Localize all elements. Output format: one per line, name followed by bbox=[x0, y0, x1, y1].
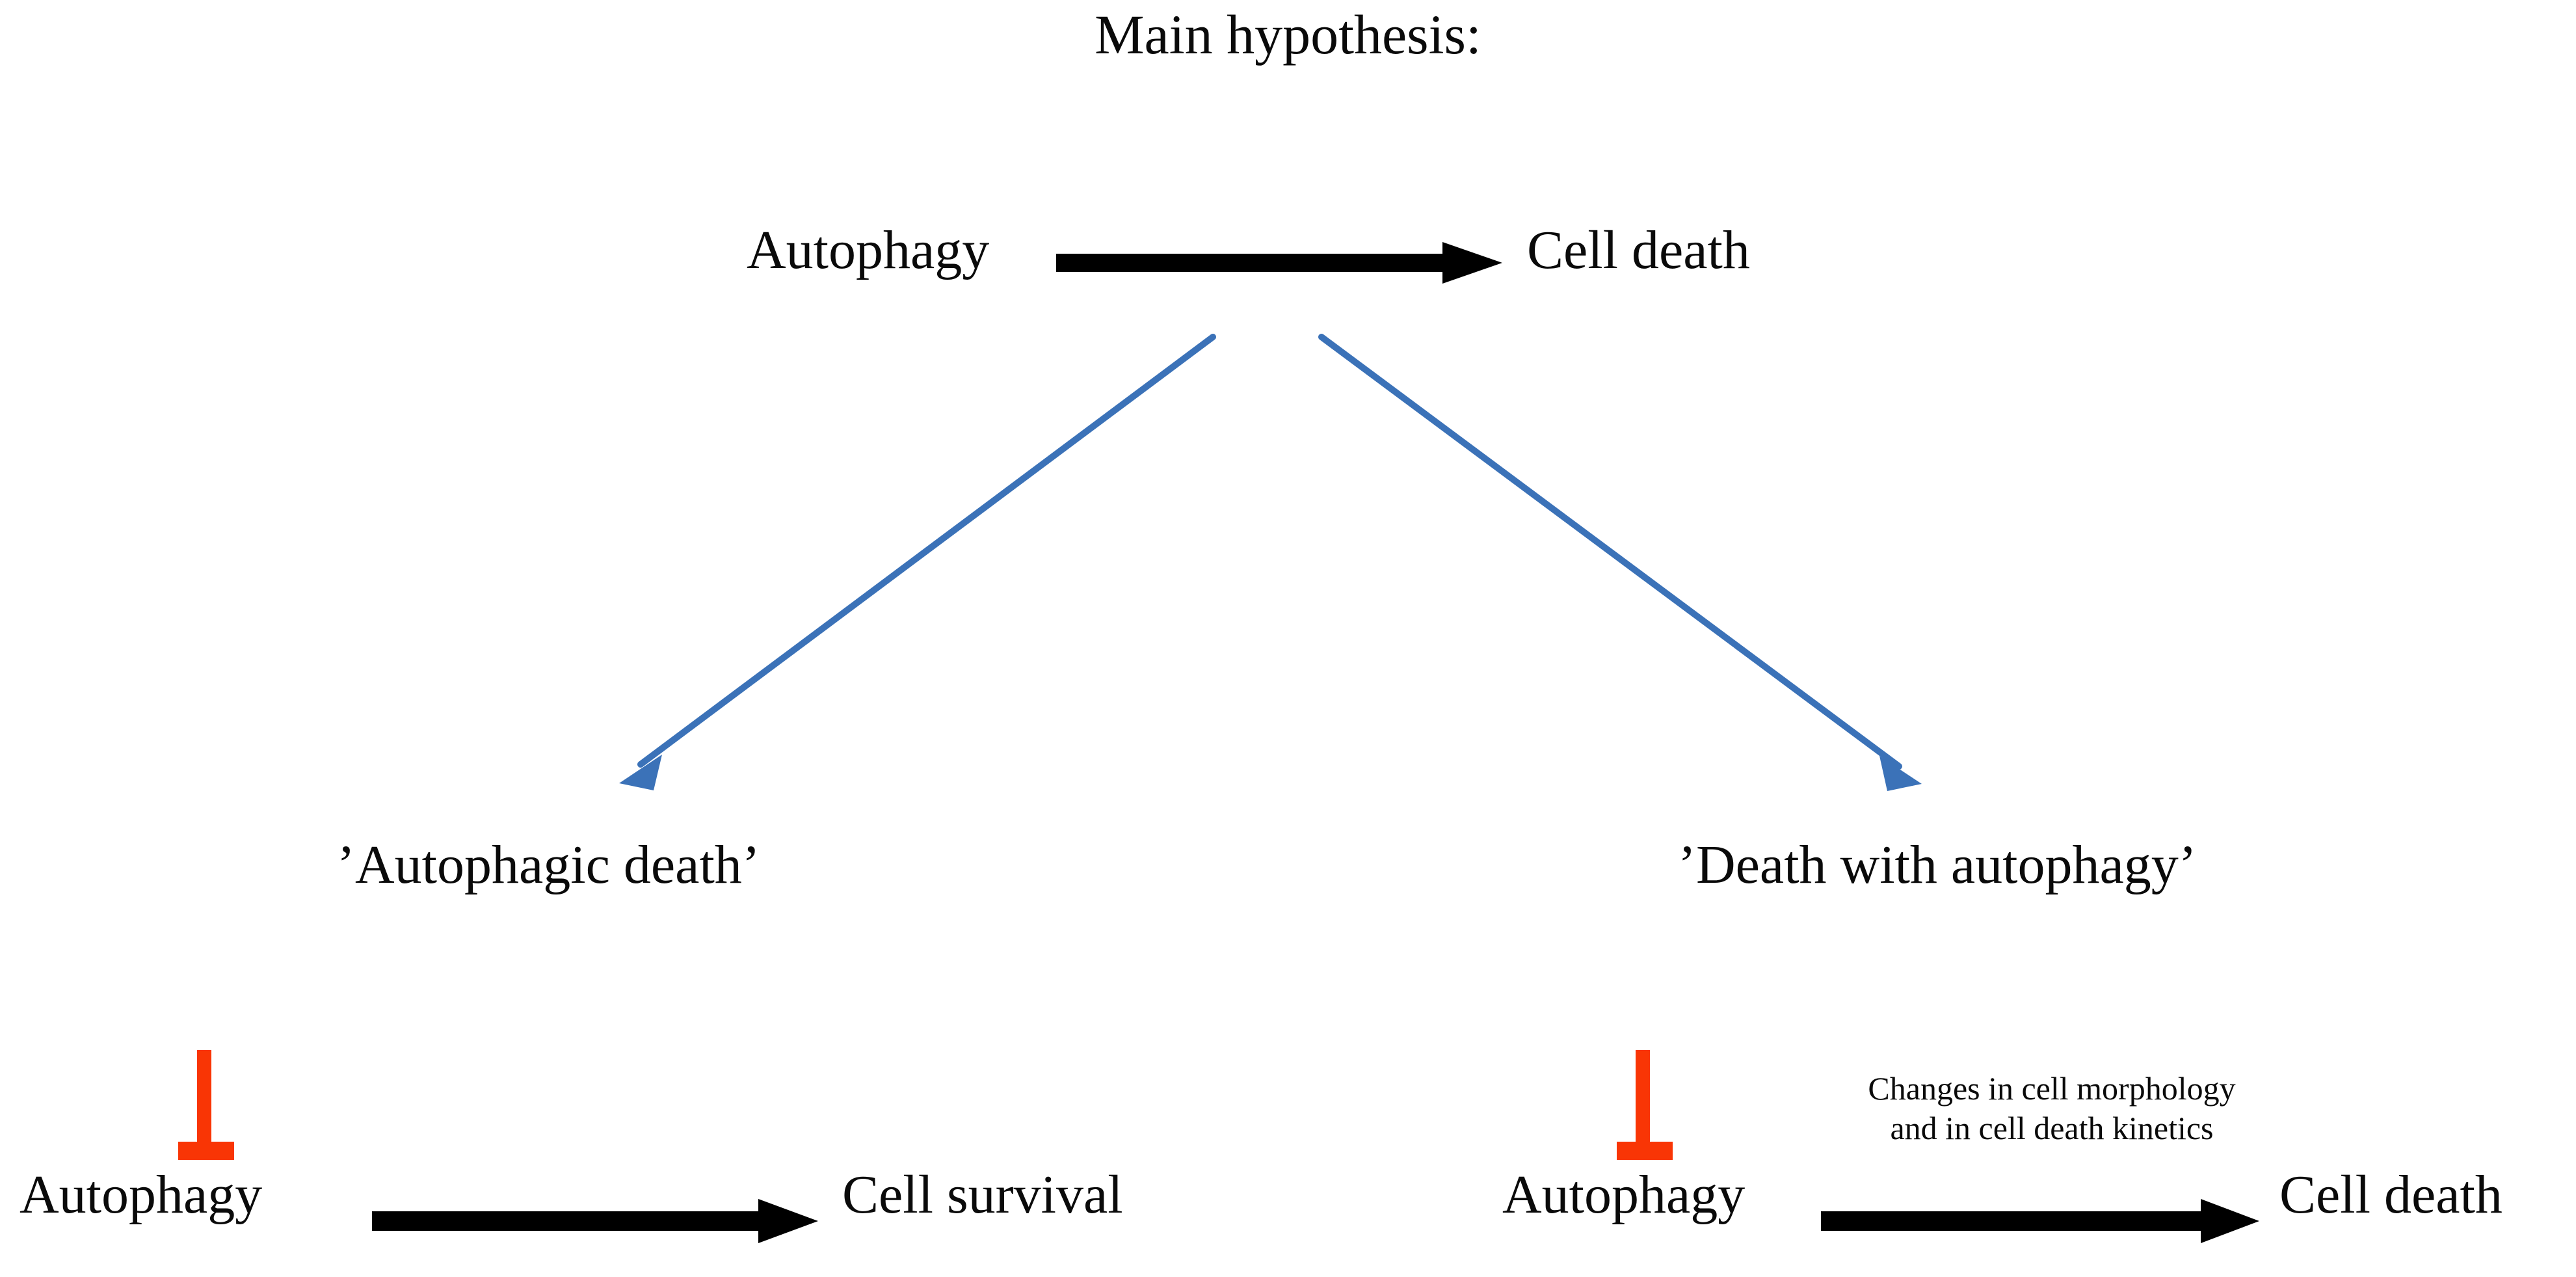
annotation-changes-in-cell-morphology: Changes in cell morphology and in cell d… bbox=[1749, 1069, 2354, 1148]
node-label-bottom-right-autophagy: Autophagy bbox=[1502, 1164, 1746, 1225]
annotation-line-2: and in cell death kinetics bbox=[1890, 1110, 2214, 1146]
node-label-bottom-right-cell-death: Cell death bbox=[2279, 1164, 2503, 1225]
node-label-cell-survival: Cell survival bbox=[842, 1164, 1123, 1225]
inhibition-bar-right-icon bbox=[1617, 1050, 1673, 1160]
inhibition-bar-left-icon bbox=[178, 1050, 234, 1160]
node-label-death-with-autophagy: ’Death with autophagy’ bbox=[1678, 835, 2197, 895]
annotation-line-1: Changes in cell morphology bbox=[1868, 1070, 2236, 1107]
bottom-left-causal-arrow-icon bbox=[372, 1199, 818, 1243]
bottom-right-causal-arrow-icon bbox=[1821, 1199, 2259, 1243]
branch-arrow-left-icon bbox=[619, 334, 1216, 790]
branch-arrow-right-icon bbox=[1318, 334, 1922, 791]
page-title: Main hypothesis: bbox=[1095, 3, 1481, 66]
node-label-top-autophagy: Autophagy bbox=[747, 220, 990, 280]
node-label-bottom-left-autophagy: Autophagy bbox=[20, 1164, 263, 1225]
node-label-autophagic-death: ’Autophagic death’ bbox=[337, 835, 760, 895]
top-causal-arrow-icon bbox=[1056, 242, 1502, 284]
node-label-top-cell-death: Cell death bbox=[1527, 220, 1750, 280]
